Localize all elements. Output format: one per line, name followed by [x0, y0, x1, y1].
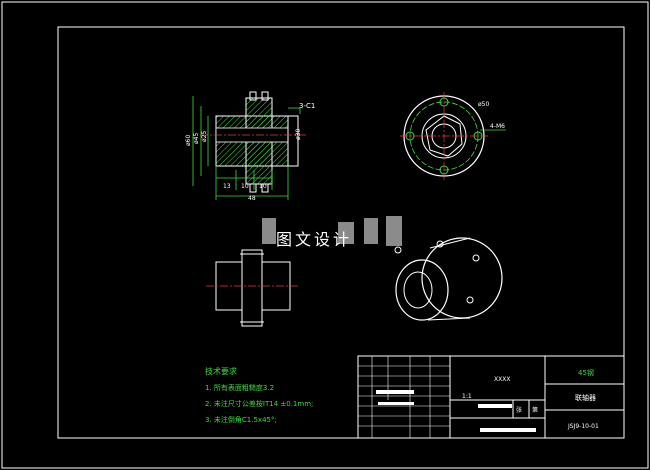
section-view: 3-C1 ø60 ø45 ø25 ø30 13 10 10 48	[185, 91, 315, 202]
dim-w2: 10	[241, 183, 249, 190]
title-material: 45钢	[578, 368, 594, 377]
isometric-view	[394, 237, 503, 321]
dim-total: 48	[248, 195, 256, 202]
title-sheet-a: 张	[516, 406, 522, 414]
dim-d4: ø30	[295, 129, 302, 140]
inner-frame	[57, 26, 625, 439]
technical-notes: 技术要求 1. 所有表面粗糙度3.2 2. 未注尺寸公差按IT14 ±0.1mm…	[205, 364, 313, 428]
bolt-circle-label: ø50	[478, 101, 489, 108]
note-item-3: 3. 未注倒角C1.5x45°;	[205, 416, 277, 424]
chamfer-label: 3-C1	[299, 102, 315, 110]
title-sheet-b: 第	[532, 406, 538, 414]
side-view	[206, 249, 300, 327]
watermark-logo	[262, 216, 402, 246]
title-scale: 1:1	[462, 393, 472, 400]
title-block: XXXX 45钢 联轴器 JSJ9-10-01 1:1 张 第	[357, 355, 625, 439]
end-view: ø50 4-M6	[400, 92, 506, 180]
title-school: XXXX	[494, 376, 510, 383]
dim-w1: 13	[223, 183, 231, 190]
title-name: 联轴器	[575, 393, 596, 402]
note-item-1: 1. 所有表面粗糙度3.2	[205, 384, 275, 392]
note-item-2: 2. 未注尺寸公差按IT14 ±0.1mm;	[205, 400, 314, 408]
title-drawing-no: JSJ9-10-01	[567, 423, 599, 430]
notes-title: 技术要求	[205, 367, 237, 376]
dim-d3: ø25	[201, 131, 208, 142]
holes-label: 4-M6	[490, 123, 505, 130]
watermark-text: 图文设计	[276, 230, 353, 249]
dim-d1: ø60	[185, 135, 192, 146]
dim-d2: ø45	[193, 133, 200, 144]
dim-w3: 10	[259, 183, 267, 190]
